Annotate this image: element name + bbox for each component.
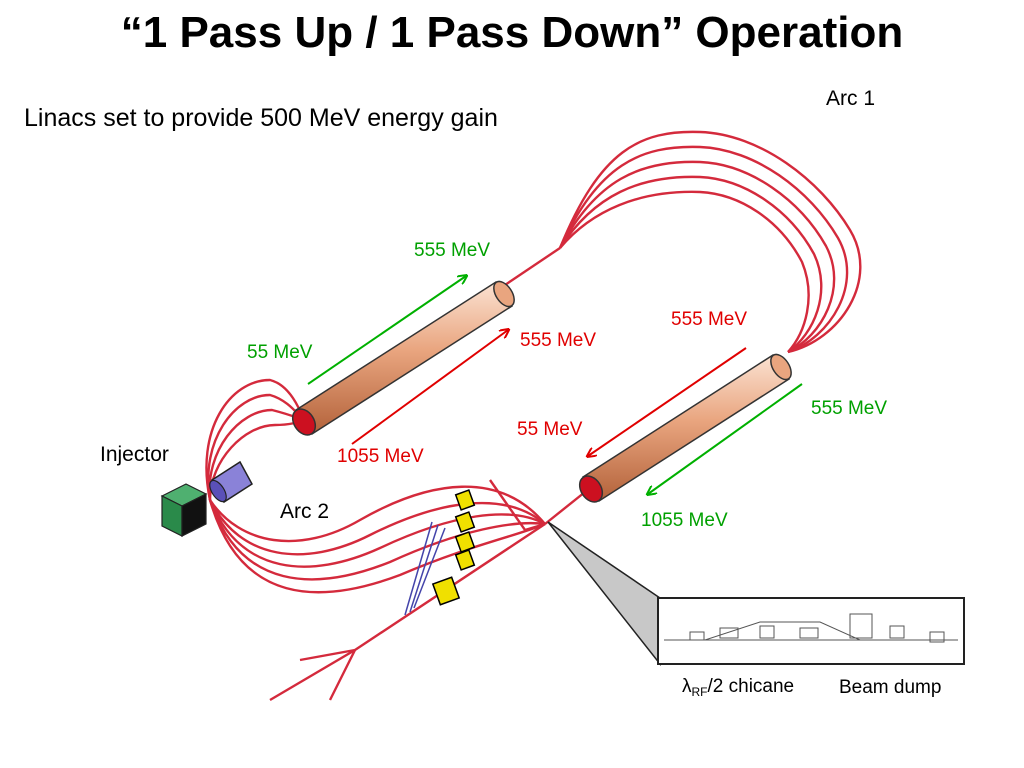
injector-gun (209, 460, 253, 504)
chicane-schematic (664, 613, 958, 643)
linac-2 (578, 353, 792, 503)
linac-1 (291, 280, 515, 436)
lambda-symbol: λ (682, 676, 692, 697)
label-linac2-out-green: 1055 MeV (641, 510, 728, 531)
label-linac1-out-red: 1055 MeV (337, 446, 424, 467)
label-linac2-in-green: 555 MeV (811, 398, 888, 419)
chicane-callout (547, 521, 965, 667)
chicane-text: /2 chicane (707, 676, 795, 697)
label-arc1: Arc 1 (826, 87, 876, 110)
arrow-linac2-green (648, 383, 803, 494)
chicane-lines (404, 521, 446, 616)
dipole-4 (454, 549, 476, 571)
dipole-1 (454, 489, 476, 511)
label-linac2-in-red: 555 MeV (671, 309, 748, 330)
arrow-linac2-red (588, 347, 747, 456)
label-linac1-in-red: 555 MeV (520, 330, 597, 351)
label-linac1-in-green: 55 MeV (247, 342, 313, 363)
arrow-linac1-green (307, 276, 466, 385)
label-linac1-out-green: 555 MeV (414, 240, 491, 261)
subtitle: Linacs set to provide 500 MeV energy gai… (24, 104, 498, 132)
dipole-5 (431, 576, 461, 606)
injector-cube (160, 483, 208, 537)
arrow-linac1-red (351, 330, 508, 445)
rf-subscript: RF (691, 685, 708, 699)
label-arc2: Arc 2 (280, 500, 330, 523)
label-chicane: λRF/2 chicane (682, 676, 794, 699)
dipole-magnets (431, 489, 476, 606)
label-injector: Injector (100, 443, 169, 466)
dipole-2 (454, 511, 476, 533)
label-linac2-out-red: 55 MeV (517, 419, 583, 440)
page-title: “1 Pass Up / 1 Pass Down” Operation (120, 8, 904, 57)
label-beam-dump: Beam dump (839, 677, 942, 698)
dipole-3 (454, 531, 476, 553)
